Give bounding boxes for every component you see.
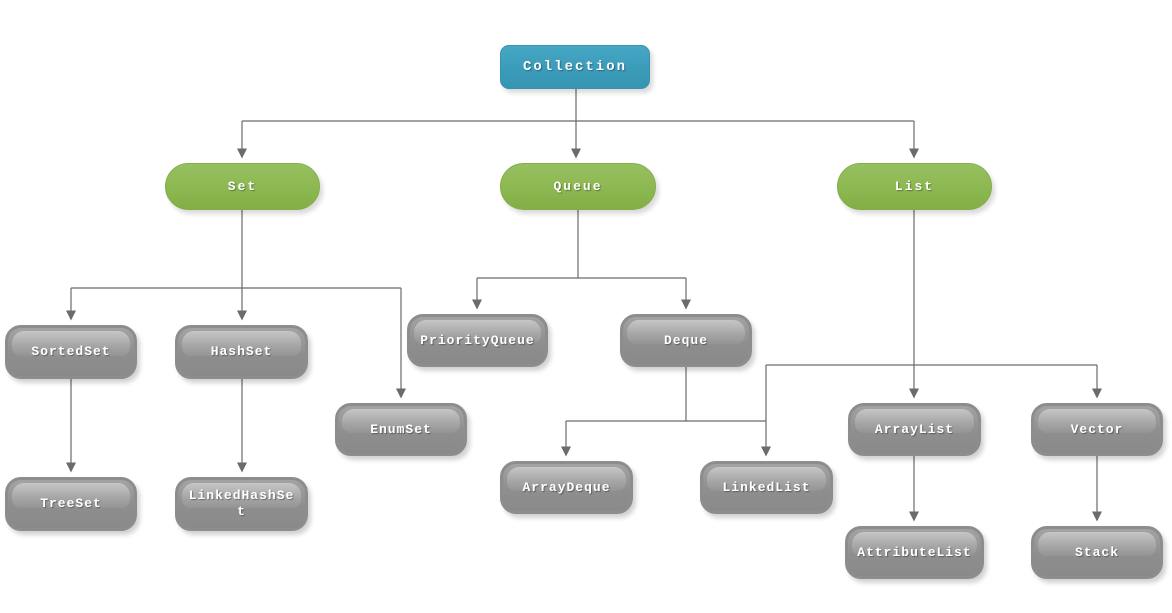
node-vector-label: Vector bbox=[1070, 421, 1124, 437]
node-priorityqueue: PriorityQueue bbox=[407, 314, 548, 367]
node-queue-label: Queue bbox=[553, 178, 603, 194]
node-deque-label: Deque bbox=[663, 332, 708, 348]
node-collection-label: Collection bbox=[522, 59, 627, 75]
node-priorityqueue-label: PriorityQueue bbox=[420, 332, 535, 348]
node-list: List bbox=[837, 163, 992, 210]
node-arraydeque-label: ArrayDeque bbox=[522, 479, 611, 495]
node-enumset-label: EnumSet bbox=[370, 421, 432, 437]
node-linkedhashset: LinkedHashSet bbox=[175, 477, 308, 531]
node-hashset-label: HashSet bbox=[210, 344, 273, 359]
edge-rail-collection bbox=[242, 89, 914, 122]
node-stack: Stack bbox=[1031, 526, 1163, 579]
node-hashset: HashSet bbox=[175, 325, 308, 379]
node-collection: Collection bbox=[500, 45, 650, 89]
node-sortedset-label: SortedSet bbox=[31, 344, 111, 359]
node-stack-label: Stack bbox=[1074, 544, 1119, 560]
node-linkedhashset-label: LinkedHashSet bbox=[188, 488, 295, 519]
node-enumset: EnumSet bbox=[335, 403, 467, 456]
node-vector: Vector bbox=[1031, 403, 1163, 456]
node-arraylist: ArrayList bbox=[848, 403, 981, 456]
node-queue: Queue bbox=[500, 163, 656, 210]
node-attributelist: AttributeList bbox=[845, 526, 984, 579]
edge-rail-deque bbox=[566, 367, 766, 422]
node-treeset: TreeSet bbox=[5, 477, 137, 531]
node-deque: Deque bbox=[620, 314, 752, 367]
node-set: Set bbox=[165, 163, 320, 210]
node-treeset-label: TreeSet bbox=[40, 496, 102, 511]
node-arraydeque: ArrayDeque bbox=[500, 461, 633, 514]
node-list-label: List bbox=[894, 178, 935, 194]
node-sortedset: SortedSet bbox=[5, 325, 137, 379]
node-set-label: Set bbox=[227, 178, 258, 194]
node-arraylist-label: ArrayList bbox=[874, 421, 955, 437]
edge-rail-set bbox=[71, 210, 401, 289]
node-linkedlist: LinkedList bbox=[700, 461, 833, 514]
node-attributelist-label: AttributeList bbox=[857, 544, 972, 560]
edge-rail-queue bbox=[477, 210, 686, 279]
edge-rail-list bbox=[766, 210, 1097, 366]
node-linkedlist-label: LinkedList bbox=[722, 479, 811, 495]
